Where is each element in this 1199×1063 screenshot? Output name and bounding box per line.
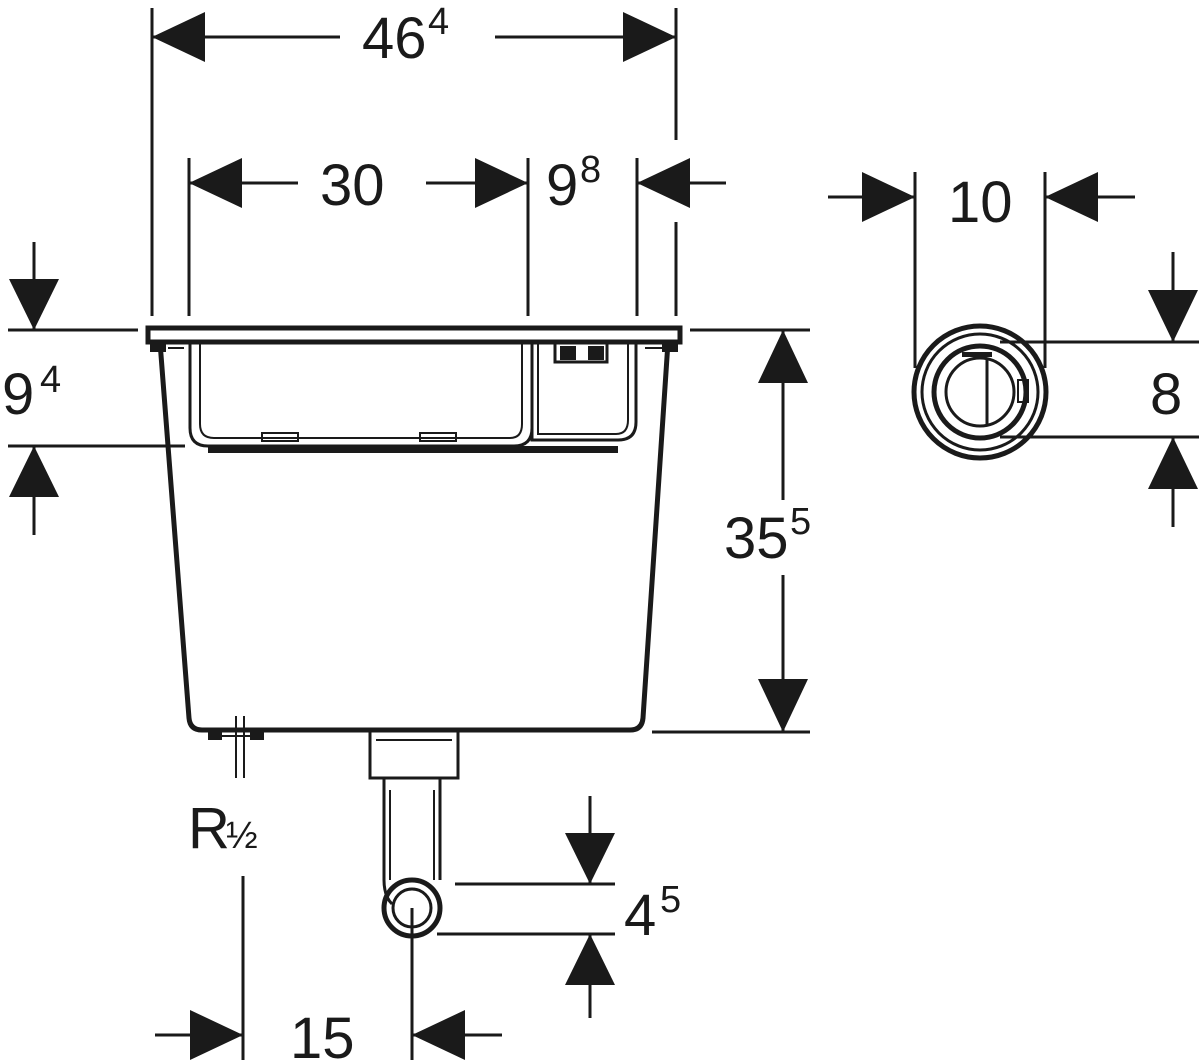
dimension-right-offset: 9 8 bbox=[546, 149, 726, 218]
right-offset-sup: 8 bbox=[580, 149, 601, 191]
arrow-right-icon bbox=[862, 172, 915, 222]
outlet-offset-value: 4 bbox=[624, 883, 656, 948]
arrow-left-icon bbox=[189, 158, 242, 208]
overall-width-sup: 4 bbox=[428, 1, 449, 43]
flush-button bbox=[911, 323, 1049, 461]
thread-sup: ½ bbox=[226, 815, 258, 857]
dimension-top-height: 9 4 bbox=[2, 242, 185, 535]
right-offset-value: 9 bbox=[546, 153, 578, 218]
dimension-total-height: 35 5 bbox=[652, 328, 811, 734]
outlet-offset-sup: 5 bbox=[660, 879, 681, 921]
arrow-left-icon bbox=[152, 12, 205, 62]
dimension-outlet-distance: 15 bbox=[155, 1006, 502, 1063]
arrow-up-icon bbox=[9, 446, 59, 497]
cistern-body bbox=[145, 325, 683, 778]
arrow-up-icon bbox=[758, 330, 808, 383]
button-width-value: 10 bbox=[948, 170, 1013, 235]
top-height-value: 9 bbox=[2, 362, 34, 427]
arrow-left-icon bbox=[637, 158, 690, 208]
dimension-outlet-offset: 4 5 bbox=[437, 796, 681, 1018]
arrow-up-icon bbox=[1148, 437, 1198, 489]
arrow-left-icon bbox=[1045, 172, 1098, 222]
arrow-down-icon bbox=[1148, 290, 1198, 342]
total-height-value: 35 bbox=[724, 506, 789, 571]
thread-value: R bbox=[188, 796, 230, 861]
arrow-down-icon bbox=[758, 679, 808, 732]
arrow-up-icon bbox=[565, 934, 615, 985]
button-height-value: 8 bbox=[1150, 362, 1182, 427]
arrow-right-icon bbox=[623, 12, 676, 62]
arrow-down-icon bbox=[565, 833, 615, 884]
total-height-sup: 5 bbox=[790, 501, 811, 543]
arrow-left-icon bbox=[412, 1010, 465, 1060]
dimension-button-width: 10 bbox=[828, 170, 1135, 368]
outlet-pipe bbox=[368, 730, 460, 1060]
outlet-distance-value: 15 bbox=[290, 1006, 355, 1063]
dimension-button-height: 8 bbox=[1000, 252, 1199, 527]
overall-width-value: 46 bbox=[362, 6, 427, 71]
inner-width-value: 30 bbox=[320, 153, 385, 218]
arrow-right-icon bbox=[475, 158, 528, 208]
arrow-right-icon bbox=[190, 1010, 243, 1060]
thread-label: R ½ bbox=[188, 796, 258, 1060]
top-height-sup: 4 bbox=[40, 359, 61, 401]
arrow-down-icon bbox=[9, 279, 59, 330]
dimension-overall-width: 46 4 bbox=[150, 1, 678, 316]
